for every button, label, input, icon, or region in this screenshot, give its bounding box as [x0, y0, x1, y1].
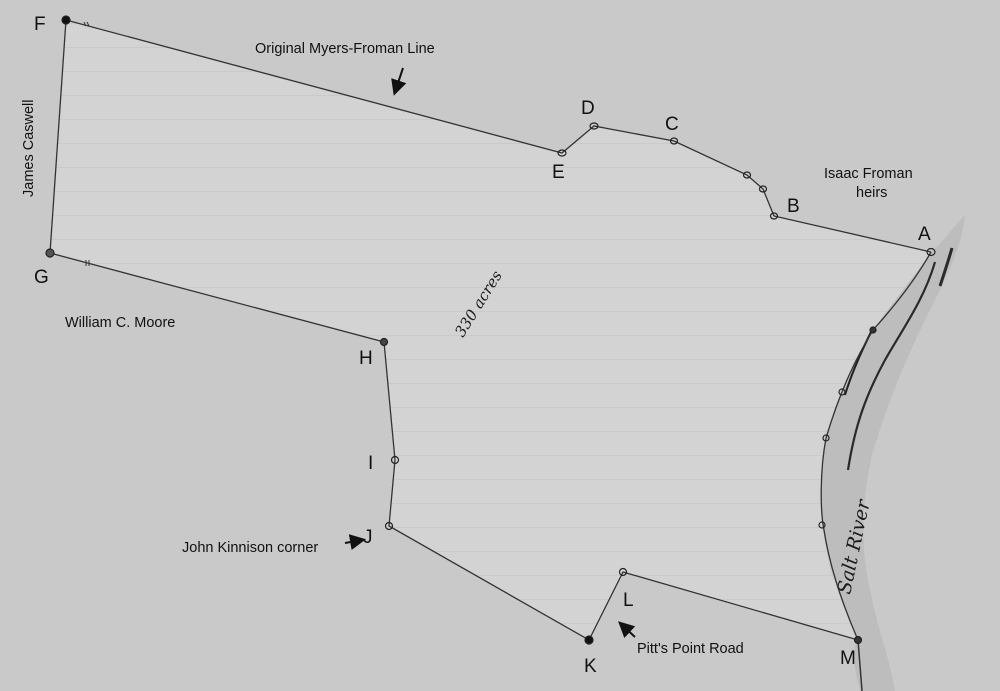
label-heirs: heirs [856, 185, 887, 201]
label-pitts-point: Pitt's Point Road [637, 641, 744, 657]
label-james-caswell: James Caswell [21, 100, 37, 198]
point-label-i: I [368, 453, 373, 474]
arrow-original-line [391, 67, 407, 96]
point-label-j: J [363, 527, 373, 548]
boundary-line [65, 19, 932, 253]
point-label-h: H [359, 348, 373, 369]
point-label-e: E [552, 162, 565, 183]
label-isaac-froman: Isaac Froman [824, 166, 913, 182]
point-label-c: C [665, 114, 679, 135]
label-john-kinnison: John Kinnison corner [182, 540, 318, 556]
arrow-pitts-point [618, 621, 636, 639]
point-label-f: F [34, 14, 46, 35]
point-label-l: L [623, 590, 634, 611]
point-label-d: D [581, 98, 595, 119]
point-label-b: B [787, 196, 800, 217]
label-original-line: Original Myers-Froman Line [255, 41, 435, 57]
salt-river [821, 215, 965, 691]
point-label-m: M [840, 648, 856, 669]
point-label-a: A [918, 224, 931, 245]
corner-markers [45, 15, 936, 645]
point-label-g: G [34, 267, 49, 288]
label-william-moore: William C. Moore [65, 315, 175, 331]
arrow-kinnison [344, 534, 366, 550]
point-label-k: K [584, 656, 597, 677]
